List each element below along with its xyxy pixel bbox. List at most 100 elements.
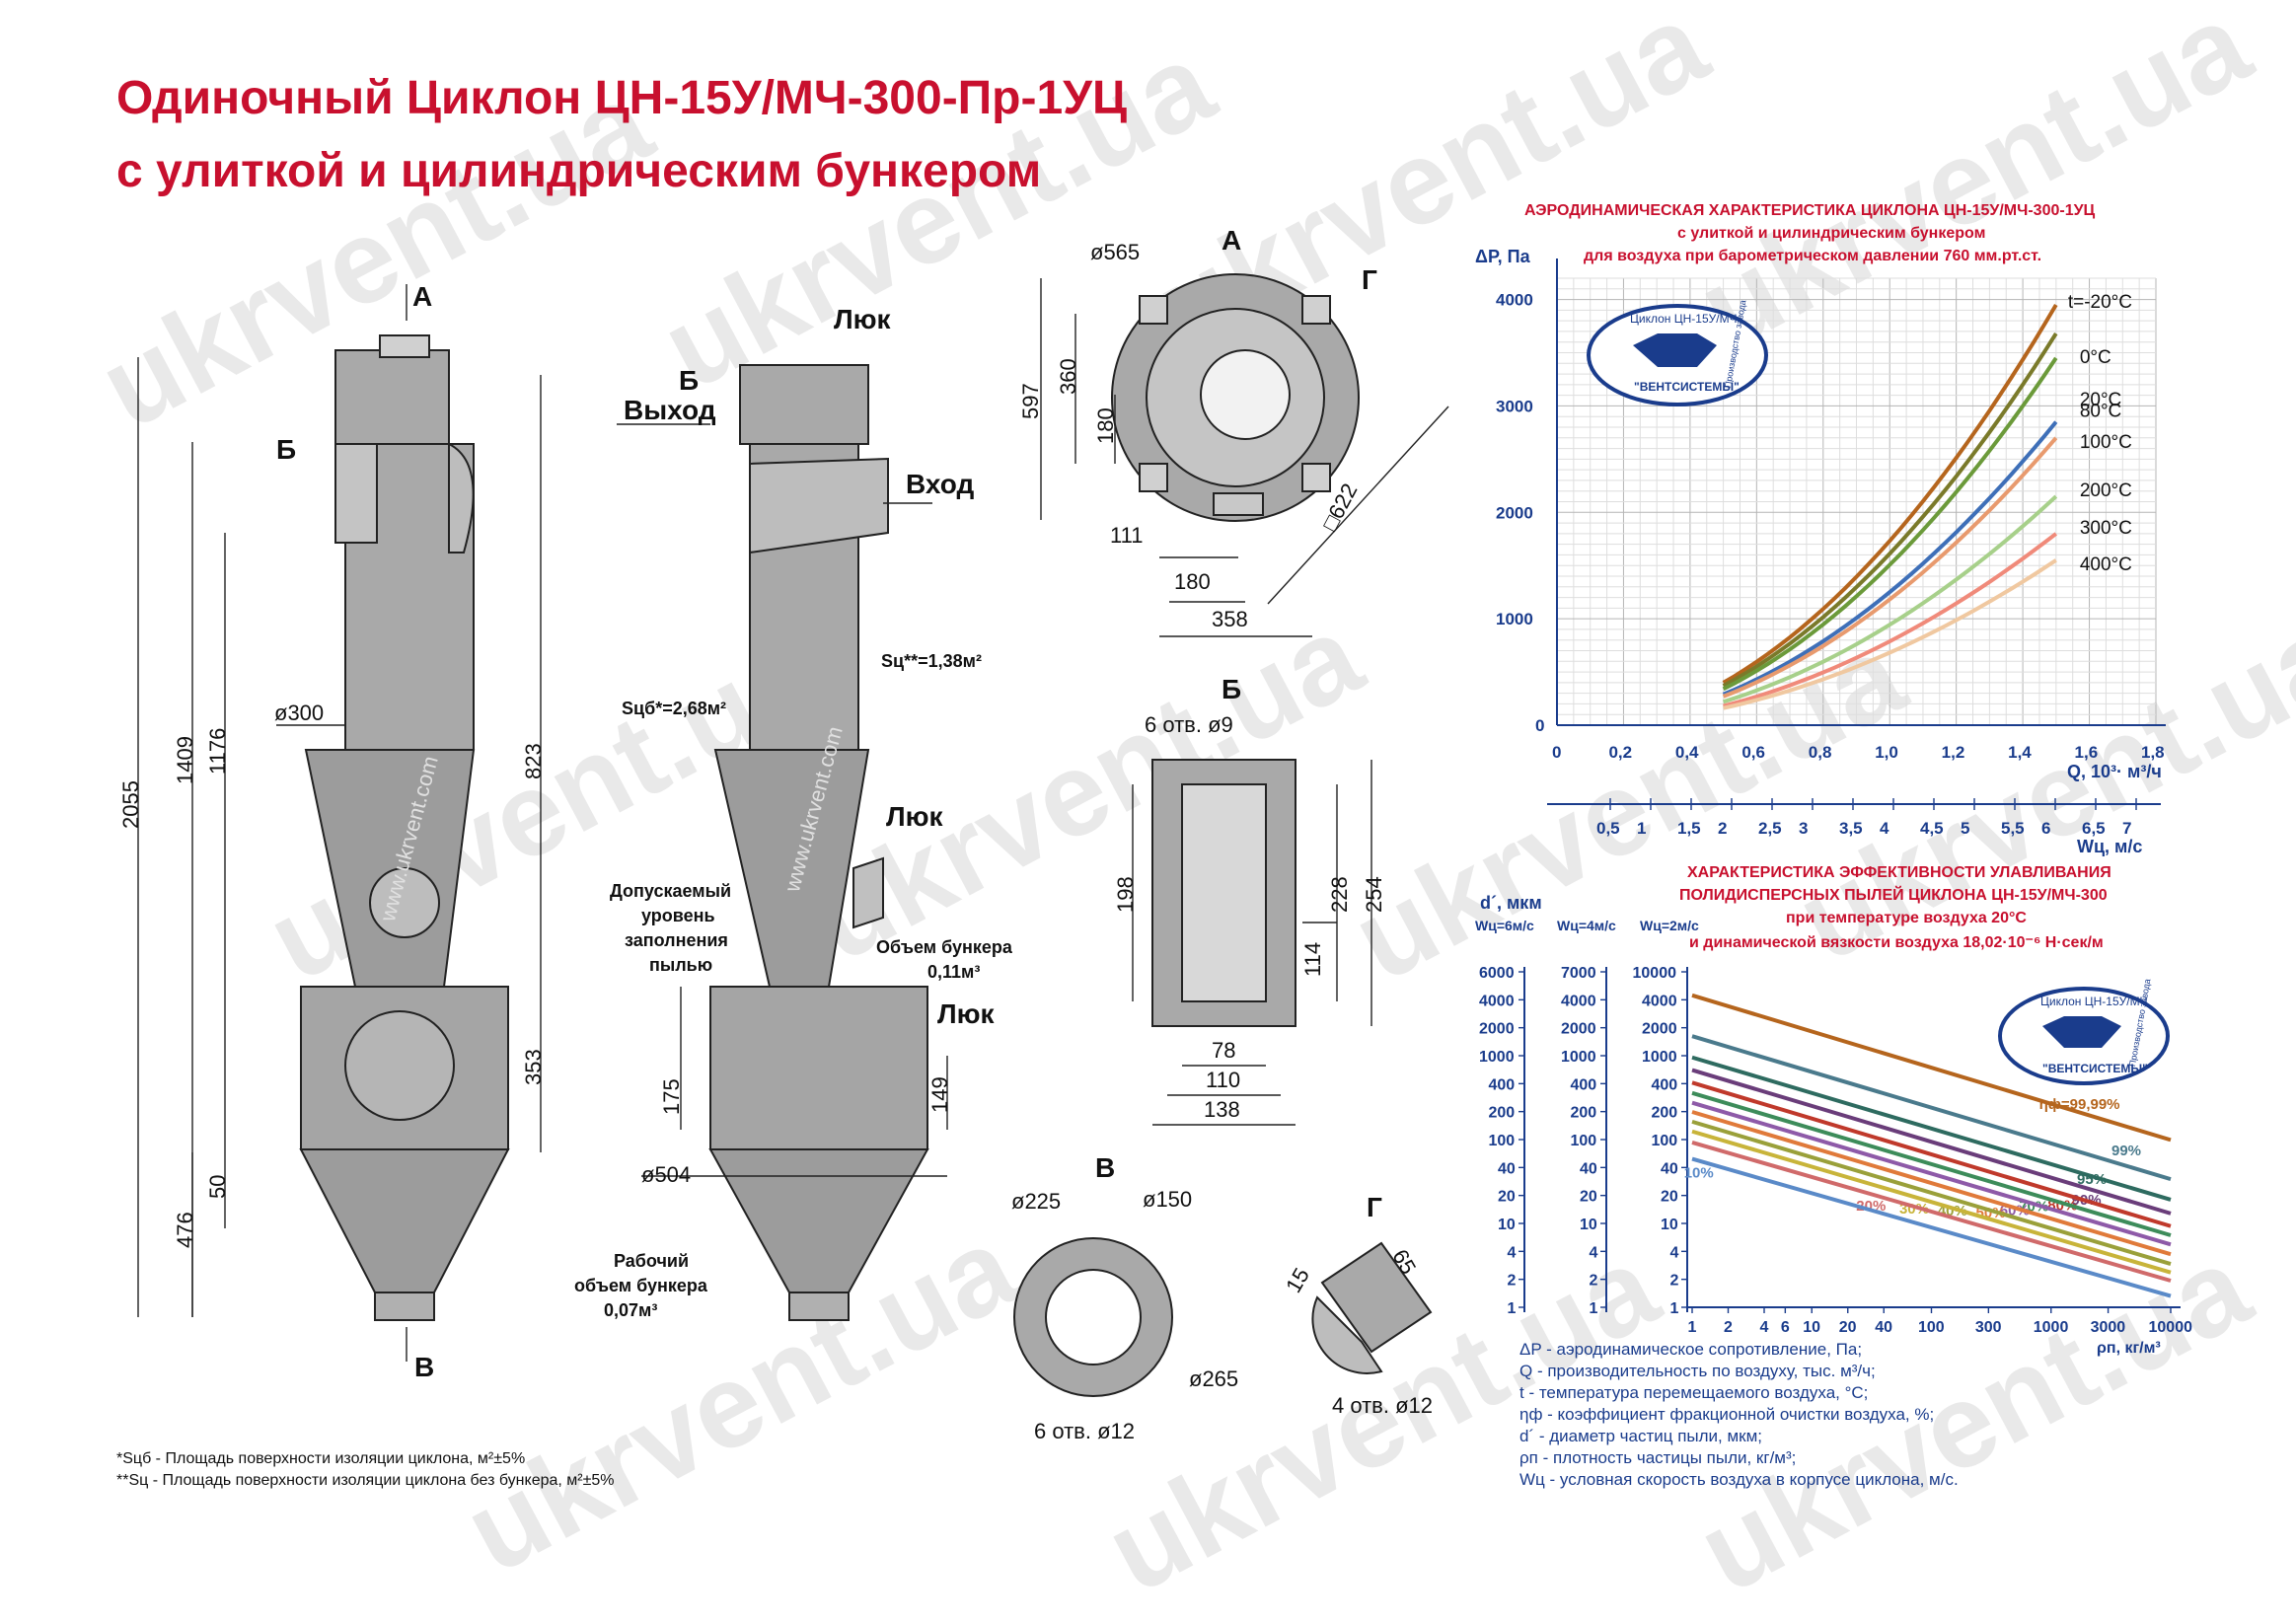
detail-g-holes: 4 отв. ø12 [1332, 1393, 1433, 1418]
chart1-series-line [1722, 332, 2058, 688]
chart2-x-tick: 3000 [2091, 1319, 2126, 1336]
chart2-ylabel: d´, мкм [1480, 893, 1542, 913]
chart2-y-tick: 4 [1508, 1244, 1517, 1261]
side-b-flange [334, 443, 378, 544]
chart2-y-tick: 100 [1571, 1133, 1597, 1149]
front-inlet-snail [749, 457, 889, 554]
chart2-series-line [1691, 1156, 2172, 1298]
chart2-y-tick: 7000 [1561, 965, 1596, 982]
chart2-x-tick: 10 [1803, 1319, 1820, 1336]
top-g-label: Г [1362, 264, 1377, 295]
chart2-y-tick: 20 [1661, 1189, 1678, 1206]
chart2-series-line [1691, 1055, 2172, 1202]
flange-v-dia-150: ø150 [1143, 1187, 1193, 1212]
work-volume-1: Рабочий [614, 1251, 690, 1271]
chart2-x-tick: 300 [1975, 1319, 2002, 1336]
chart2-y-tick: 2 [1670, 1273, 1679, 1290]
page-title: Одиночный Циклон ЦН-15У/МЧ-300-Пр-1УЦ [116, 72, 1128, 124]
chart2-x-tick: 10000 [2149, 1319, 2193, 1336]
chart2-y-tick: 10 [1498, 1217, 1516, 1233]
chart1-series-label: 0°C [2080, 347, 2111, 368]
chart1-x2-tick: 3,5 [1839, 819, 1863, 838]
bunker-volume-2: 0,11м³ [927, 962, 981, 982]
chart2-y-tick: 4000 [1642, 993, 1677, 1009]
page-subtitle: с улиткой и цилиндрическим бункером [116, 145, 1042, 197]
chart2-series-line [1691, 1100, 2172, 1247]
front-inlet-label: Вход [906, 469, 975, 499]
front-bunker [709, 986, 928, 1150]
chart2-subtitle1: ПОЛИДИСПЕРСНЫХ ПЫЛЕЙ ЦИКЛОНА ЦН-15У/МЧ-3… [1679, 887, 2108, 904]
chart1-x-tick: 1,2 [1942, 743, 1965, 762]
chart2-legend-line: Q - производительность по воздуху, тыс. … [1519, 1362, 1876, 1380]
flange-v-holes: 6 отв. ø12 [1034, 1419, 1135, 1443]
chart1-series-line [1722, 494, 2058, 704]
chart2-series-line [1691, 1068, 2172, 1216]
chart1-x-tick: 1,4 [2008, 743, 2032, 762]
chart2-series-line [1691, 1129, 2172, 1275]
chart2-y-tick: 10 [1661, 1217, 1678, 1233]
chart2-y-tick: 1000 [1479, 1049, 1515, 1066]
chart2-y-tick: 200 [1489, 1105, 1516, 1122]
chart2-y-tick: 20 [1498, 1189, 1516, 1206]
chart2-y-tick: 400 [1652, 1076, 1678, 1093]
chart2-y-tick: 40 [1661, 1160, 1678, 1177]
chart1-series-line [1722, 303, 2058, 685]
chart2-series-line [1691, 993, 2172, 1143]
dia-504: ø504 [641, 1162, 692, 1187]
chart2-legend-line: ρп - плотность частицы пыли, кг/м³; [1519, 1448, 1797, 1467]
chart2-x-tick: 4 [1759, 1319, 1768, 1336]
chart2-series-label: 95% [2077, 1171, 2107, 1188]
allowed-level-1: Допускаемый [610, 881, 732, 901]
chart1-x-tick: 1,8 [2141, 743, 2165, 762]
chart1-series-line [1723, 532, 2058, 708]
chart1-series-label: 400°C [2080, 554, 2132, 575]
chart1-subtitle2: для воздуха при барометрическом давлении… [1584, 248, 2042, 264]
chart2-y-tick: 4 [1590, 1244, 1598, 1261]
chart2-series-label: ηф=99,99% [2039, 1096, 2120, 1113]
chart2-series-label: 99% [2111, 1143, 2141, 1159]
chart1-x2-tick: 4,5 [1920, 819, 1944, 838]
dim-78: 78 [1212, 1038, 1236, 1063]
chart2-y-tick: 2000 [1479, 1021, 1515, 1038]
chart2-y-tick: 2000 [1561, 1021, 1596, 1038]
chart1-title: АЭРОДИНАМИЧЕСКАЯ ХАРАКТЕРИСТИКА ЦИКЛОНА … [1524, 202, 2096, 219]
allowed-level-4: пылью [649, 955, 713, 975]
s-cb-label: Sцб*=2,68м² [622, 699, 727, 718]
detail-g-label: Г [1367, 1192, 1382, 1222]
chart2-col-label-4: Wц=4м/с [1557, 918, 1616, 933]
chart2-y-tick: 4000 [1479, 993, 1515, 1009]
chart1-series-label: 300°C [2080, 518, 2132, 539]
chart2-series-line [1691, 1141, 2172, 1283]
side-hatch [369, 867, 440, 938]
chart1-series-label: t=-20°C [2068, 292, 2132, 313]
chart2-series-line [1691, 1119, 2172, 1267]
chart1-x-tick: 1,6 [2075, 743, 2099, 762]
dim-111: 111 [1110, 523, 1144, 548]
side-view-v-label: В [414, 1352, 435, 1382]
chart1-x2-tick: 5 [1961, 819, 1969, 838]
chart2-y-tick: 1 [1590, 1300, 1598, 1317]
chart2-y-tick: 4000 [1561, 993, 1596, 1009]
top-view-label: А [1222, 225, 1242, 256]
chart2-series-label: 10% [1684, 1164, 1714, 1181]
chart2-x-tick: 2 [1724, 1319, 1733, 1336]
chart2-legend-line: ηф - коэффициент фракционной очистки воз… [1519, 1405, 1935, 1424]
front-hatch-bottom-label: Люк [937, 998, 995, 1029]
front-hatch-top-label: Люк [834, 304, 891, 334]
dia-300: ø300 [274, 701, 325, 725]
dim-358: 358 [1212, 607, 1248, 631]
chart1-series-label: 20°C [2080, 390, 2121, 410]
chart2-y-tick: 200 [1571, 1105, 1597, 1122]
front-hatch-mid-label: Люк [886, 801, 943, 832]
chart1-y-tick: 4000 [1496, 291, 1533, 310]
chart2-y-tick: 100 [1489, 1133, 1516, 1149]
flange-b-label: Б [1222, 674, 1242, 704]
dim-138: 138 [1204, 1097, 1240, 1122]
chart1-x2-tick: 6 [2041, 819, 2050, 838]
allowed-level-3: заполнения [625, 930, 728, 950]
chart2-x-tick: 1 [1688, 1319, 1697, 1336]
